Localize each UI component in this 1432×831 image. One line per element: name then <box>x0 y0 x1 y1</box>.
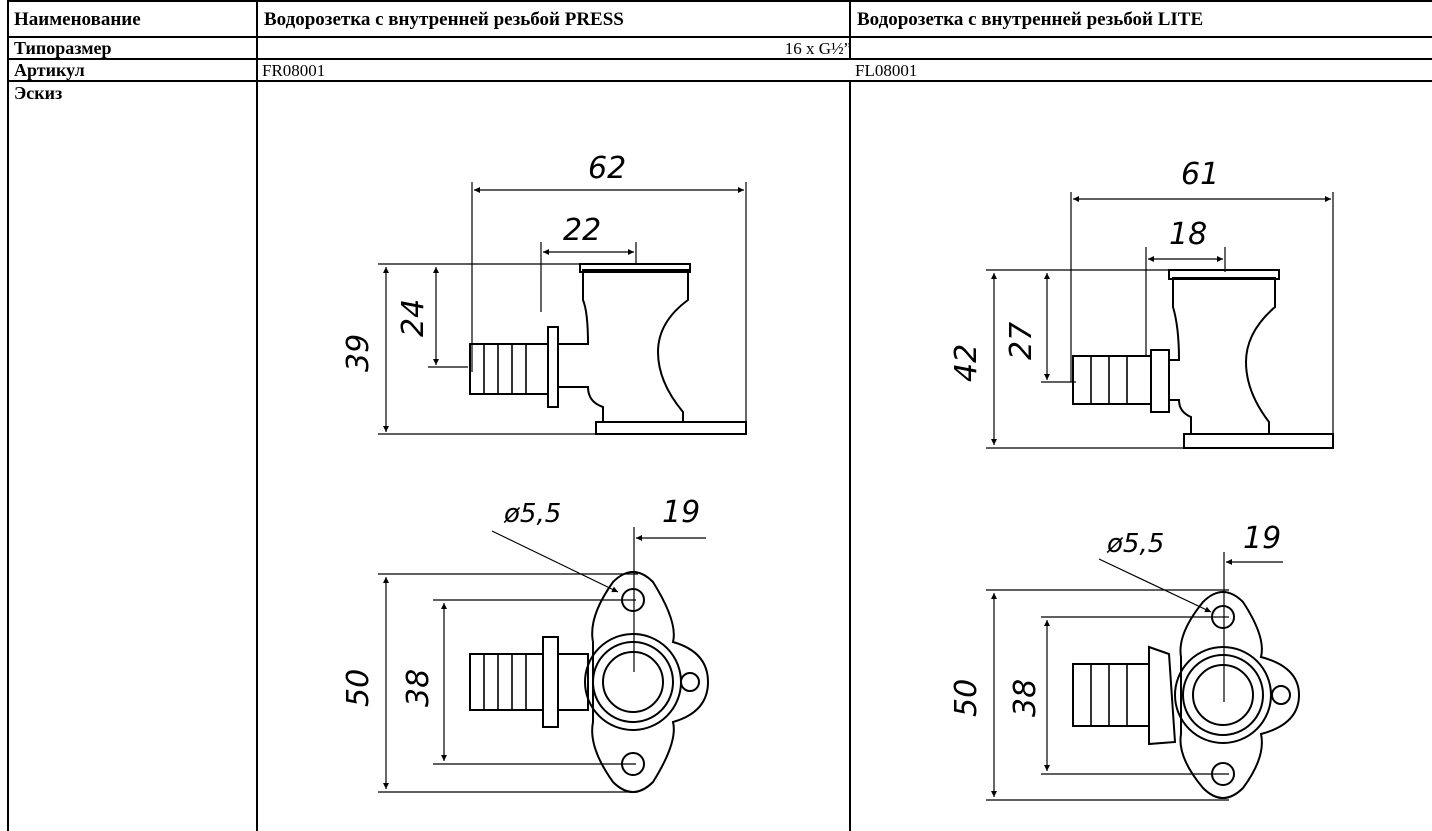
sketch-label: Эскиз <box>14 83 63 103</box>
press-technical-drawing: 62 22 39 24 ø5,5 19 50 38 <box>341 151 747 793</box>
lite-dim-height: 42 <box>949 344 984 382</box>
press-dim-length: 62 <box>588 151 626 186</box>
table-border-left <box>7 0 9 831</box>
lite-dim-spacing: 38 <box>1008 679 1043 717</box>
table-border-row1 <box>7 36 1432 38</box>
press-dim-hole: ø5,5 <box>503 499 561 529</box>
lite-dim-thread-offset: 18 <box>1169 217 1207 252</box>
table-border-top <box>7 0 1432 2</box>
lite-dim-axis-height: 27 <box>1004 322 1039 360</box>
press-dim-width: 50 <box>341 669 376 707</box>
header-lite: Водорозетка с внутренней резьбой LITE <box>857 9 1204 30</box>
table-divider-2b <box>849 80 851 831</box>
article-label: Артикул <box>14 60 85 80</box>
size-label: Типоразмер <box>14 38 112 58</box>
lite-dim-hole: ø5,5 <box>1106 529 1164 559</box>
lite-dim-ear: 19 <box>1243 521 1281 556</box>
lite-dim-length: 61 <box>1181 157 1219 192</box>
size-value: 16 x G½” <box>784 39 852 58</box>
lite-dim-width: 50 <box>949 679 984 717</box>
press-dim-thread-offset: 22 <box>563 213 601 248</box>
header-name: Наименование <box>14 9 141 30</box>
lite-technical-drawing: 61 18 42 27 ø5,5 19 50 38 <box>949 157 1334 801</box>
table-divider-1 <box>256 0 258 831</box>
press-dim-height: 39 <box>341 334 376 372</box>
header-press: Водорозетка с внутренней резьбой PRESS <box>264 9 624 30</box>
table-border-row2 <box>7 58 1432 60</box>
press-dim-spacing: 38 <box>401 669 436 707</box>
press-dim-ear: 19 <box>662 495 700 530</box>
table-divider-2 <box>849 0 851 59</box>
article-press: FR08001 <box>262 61 326 80</box>
press-dim-axis-height: 24 <box>396 299 431 337</box>
table-border-row3 <box>7 80 1432 82</box>
article-lite: FL08001 <box>855 61 918 80</box>
